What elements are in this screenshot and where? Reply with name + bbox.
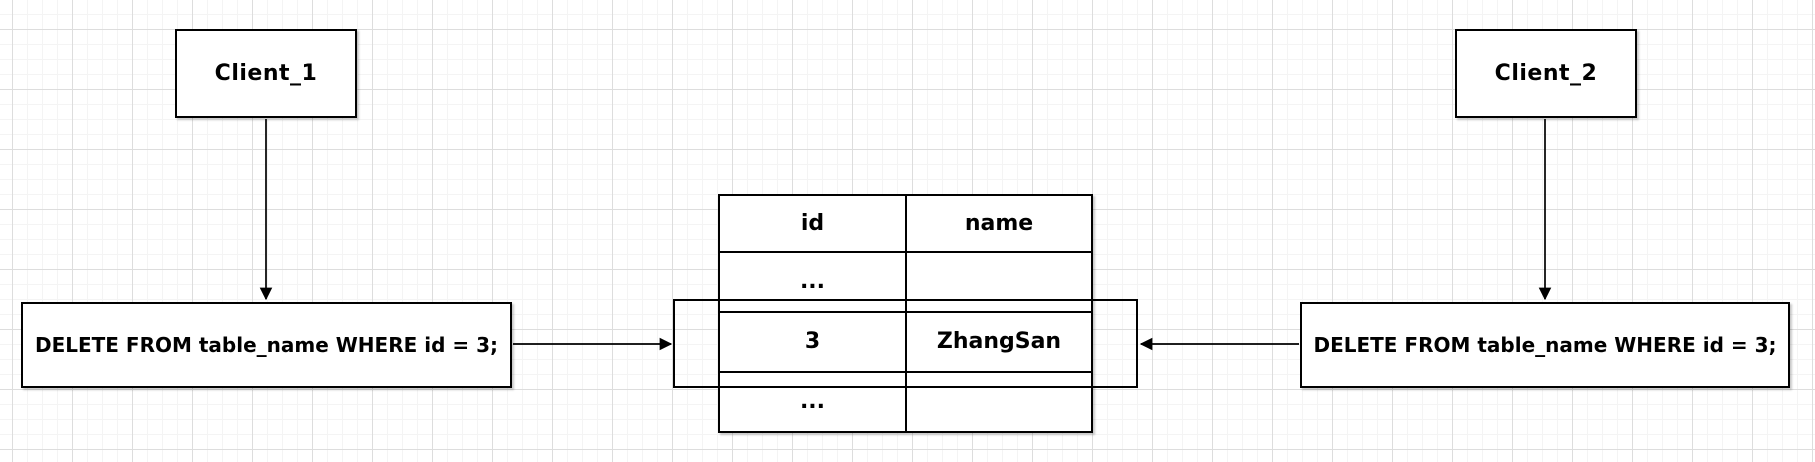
table-cell-id-ellipsis-bottom: ...: [720, 373, 907, 431]
client1-label: Client_1: [214, 61, 318, 86]
db-table[interactable]: id name ... 3 ZhangSan ...: [718, 194, 1093, 433]
client1-node[interactable]: Client_1: [175, 29, 357, 118]
table-header-id: id: [720, 196, 907, 253]
row-highlight-rect[interactable]: [673, 299, 1138, 388]
table-cell-id-ellipsis-top: ...: [720, 253, 907, 313]
sql-statement-left-node[interactable]: DELETE FROM table_name WHERE id = 3;: [21, 302, 512, 388]
sql-statement-right-label: DELETE FROM table_name WHERE id = 3;: [1313, 333, 1777, 357]
client2-label: Client_2: [1494, 61, 1598, 86]
table-cell-name-empty-top: [907, 253, 1091, 313]
table-cell-id-3: 3: [720, 313, 907, 373]
sql-statement-left-label: DELETE FROM table_name WHERE id = 3;: [34, 333, 499, 357]
sql-statement-right-node[interactable]: DELETE FROM table_name WHERE id = 3;: [1300, 302, 1790, 388]
client2-node[interactable]: Client_2: [1455, 29, 1637, 118]
table-cell-name-zhangsan: ZhangSan: [907, 313, 1091, 373]
table-header-name: name: [907, 196, 1091, 253]
